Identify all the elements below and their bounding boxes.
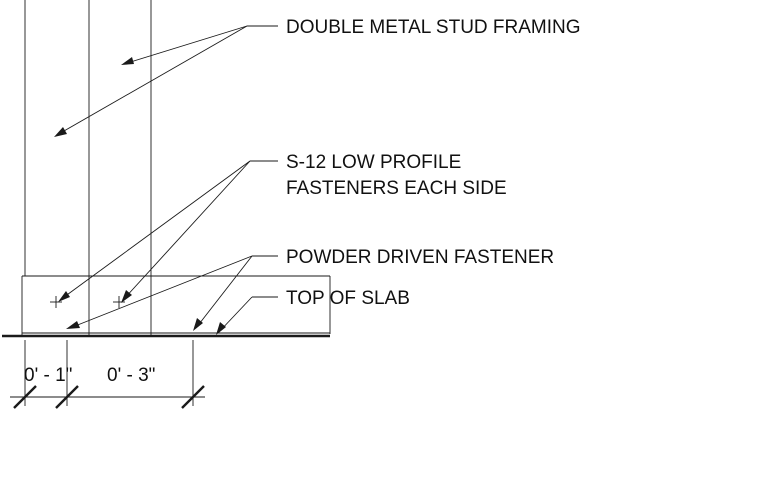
dimension-string: 0' - 1" 0' - 3"	[10, 340, 205, 409]
leader-stud-framing	[54, 25, 278, 137]
leader-low-profile-fasteners	[58, 160, 278, 303]
dimension-edge-offset: 0' - 1"	[24, 365, 72, 386]
stud-framing	[24, 0, 152, 336]
note-stud-framing: DOUBLE METAL STUD FRAMING	[286, 17, 581, 38]
fastener-cross-left	[50, 296, 62, 308]
leader-top-of-slab	[216, 296, 278, 335]
dimension-fastener-spacing: 0' - 3"	[107, 365, 155, 386]
tick-mark-3	[181, 385, 205, 409]
note-labels: DOUBLE METAL STUD FRAMING S-12 LOW PROFI…	[286, 17, 581, 309]
fastener-crosses	[50, 296, 125, 308]
tick-mark-2	[55, 385, 79, 409]
note-low-profile-line1: S-12 LOW PROFILE	[286, 152, 461, 173]
fastener-cross-right	[113, 296, 125, 308]
note-top-of-slab: TOP OF SLAB	[286, 288, 410, 309]
leader-powder-fastener	[66, 255, 278, 331]
bottom-track	[21, 275, 331, 336]
note-powder-fastener: POWDER DRIVEN FASTENER	[286, 247, 554, 268]
tick-mark-1	[13, 385, 37, 409]
note-low-profile-line2: FASTENERS EACH SIDE	[286, 178, 507, 199]
